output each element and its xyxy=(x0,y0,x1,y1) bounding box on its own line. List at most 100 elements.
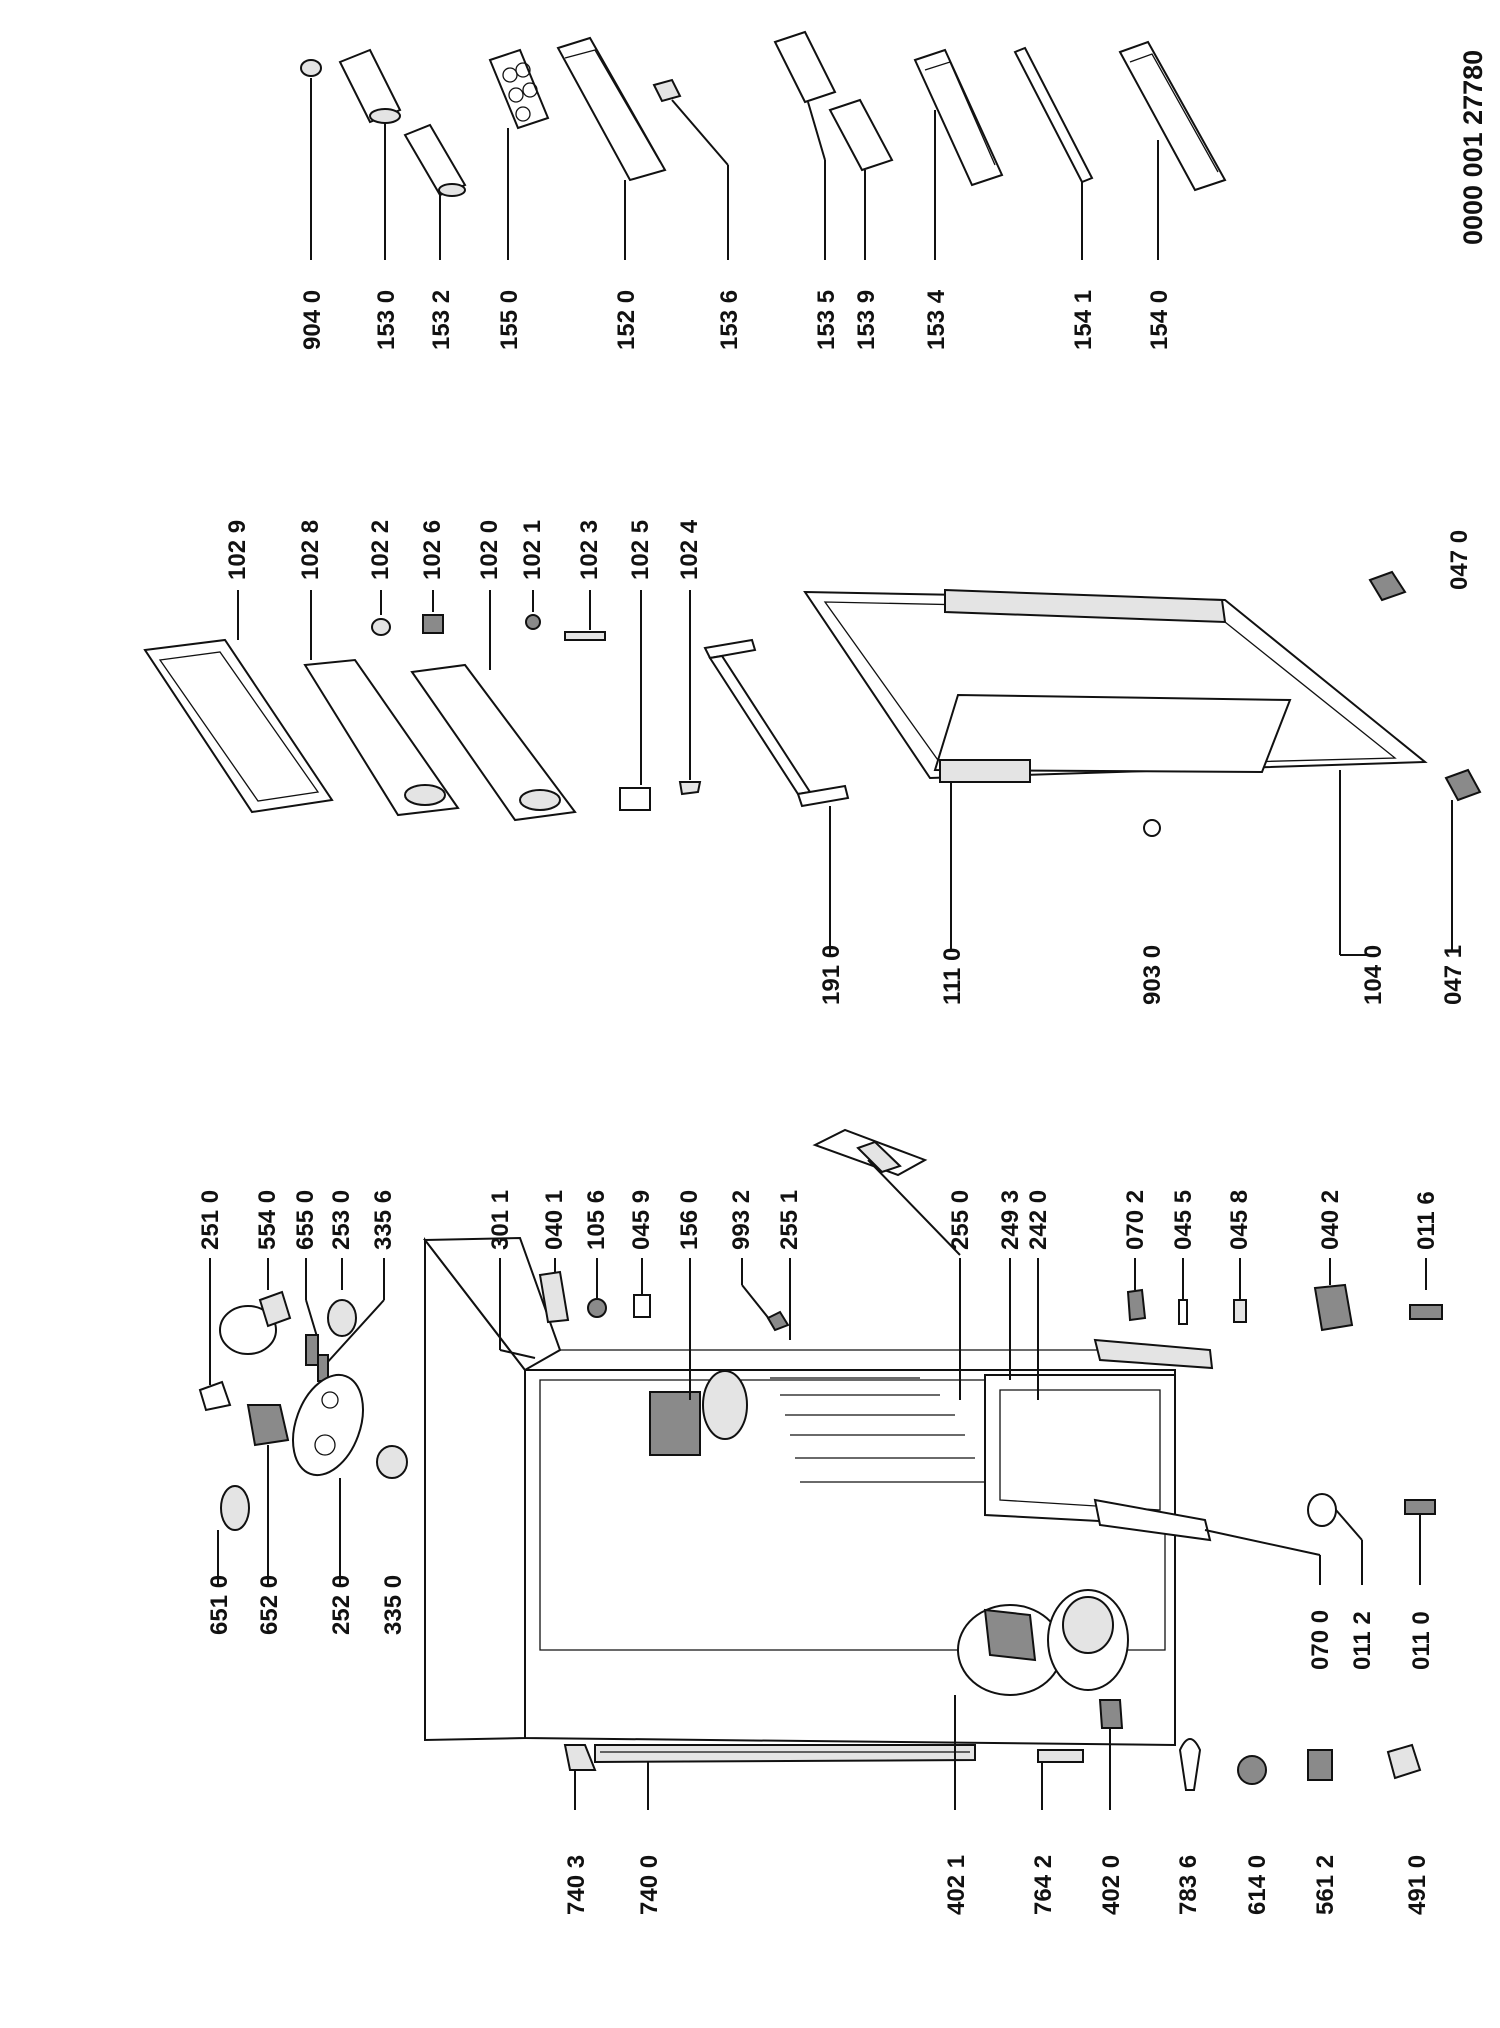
part-191-0 xyxy=(703,638,850,808)
door-accessories-group: 904 0 153 0 153 2 155 0 152 0 xyxy=(299,30,1227,350)
part-252-0 xyxy=(292,1373,364,1477)
label-045-8: 045 8 xyxy=(1226,1190,1253,1250)
part-153-5 xyxy=(773,30,837,104)
label-253-0: 253 0 xyxy=(328,1190,355,1250)
part-070-2 xyxy=(1126,1288,1147,1322)
label-070-2: 070 2 xyxy=(1122,1190,1149,1250)
label-045-9: 045 9 xyxy=(628,1190,655,1250)
label-153-4: 153 4 xyxy=(923,289,950,350)
part-102-4 xyxy=(678,781,702,796)
part-105-6 xyxy=(587,1298,607,1318)
label-153-6: 153 6 xyxy=(716,290,743,350)
part-740-3 xyxy=(563,1744,597,1771)
label-047-1: 047 1 xyxy=(1440,945,1467,1005)
shelves-and-door-group: 102 9 102 8 102 2 102 6 102 0 102 1 102 … xyxy=(143,519,1482,1005)
label-102-9: 102 9 xyxy=(224,520,251,580)
document-id: 0000 001 27780 xyxy=(1458,50,1488,245)
cabinet-group: 251 0 554 0 655 0 253 0 335 6 651 0 652 … xyxy=(197,1128,1443,1915)
part-904-0 xyxy=(300,59,322,77)
label-301-1: 301 1 xyxy=(487,1190,514,1250)
part-040-1 xyxy=(538,1270,570,1324)
part-102-1 xyxy=(525,614,541,630)
part-045-8 xyxy=(1233,1299,1247,1323)
part-153-0 xyxy=(338,48,402,124)
label-783-6: 783 6 xyxy=(1175,1855,1202,1915)
part-011-6 xyxy=(1409,1304,1443,1320)
label-011-6: 011 6 xyxy=(1413,1191,1440,1250)
label-045-5: 045 5 xyxy=(1170,1190,1197,1250)
label-153-5: 153 5 xyxy=(813,290,840,350)
label-102-4: 102 4 xyxy=(676,519,703,580)
part-011-2 xyxy=(1307,1493,1337,1527)
part-652-0 xyxy=(246,1404,290,1447)
label-255-0: 255 0 xyxy=(947,1190,974,1250)
label-335-0: 335 0 xyxy=(380,1575,407,1635)
label-047-0: 047 0 xyxy=(1446,530,1473,590)
label-993-2: 993 2 xyxy=(728,1190,755,1250)
part-253-0 xyxy=(327,1299,357,1337)
part-040-2 xyxy=(1313,1283,1354,1332)
part-045-9 xyxy=(633,1294,651,1318)
label-152-0: 152 0 xyxy=(613,290,640,350)
part-111-0 xyxy=(939,759,1031,783)
part-655-0 xyxy=(305,1334,319,1366)
part-102-0 xyxy=(410,663,577,822)
label-154-1: 154 1 xyxy=(1070,290,1097,350)
label-252-0: 252 0 xyxy=(328,1575,355,1635)
part-783-6 xyxy=(1178,1738,1202,1791)
part-154-1 xyxy=(1013,46,1094,184)
label-102-1: 102 1 xyxy=(519,520,546,580)
label-104-0: 104 0 xyxy=(1360,945,1387,1005)
part-102-3 xyxy=(564,631,606,641)
part-011-0 xyxy=(1404,1499,1436,1515)
label-491-0: 491 0 xyxy=(1404,1855,1431,1915)
label-102-5: 102 5 xyxy=(627,520,654,580)
part-102-9 xyxy=(143,638,334,814)
part-740-0 xyxy=(594,1744,976,1764)
part-491-0 xyxy=(1386,1743,1422,1780)
part-251-0 xyxy=(198,1380,232,1412)
part-402-0 xyxy=(1047,1589,1129,1729)
part-154-0 xyxy=(1118,40,1227,192)
label-249-3: 249 3 xyxy=(997,1190,1024,1250)
part-102-5 xyxy=(619,787,651,811)
part-070-0 xyxy=(1093,1498,1212,1542)
part-614-0 xyxy=(1237,1755,1267,1785)
part-651-0 xyxy=(220,1485,250,1531)
part-047-0 xyxy=(1368,570,1407,602)
part-402-1 xyxy=(957,1604,1063,1696)
part-152-0 xyxy=(556,36,667,182)
part-045-5 xyxy=(1178,1299,1188,1325)
part-255-1 xyxy=(812,1128,928,1177)
part-153-6 xyxy=(652,78,682,103)
label-561-2: 561 2 xyxy=(1312,1855,1339,1915)
label-740-0: 740 0 xyxy=(636,1855,663,1915)
label-191-0: 191 0 xyxy=(818,945,845,1005)
label-740-3: 740 3 xyxy=(563,1855,590,1915)
label-153-2: 153 2 xyxy=(428,290,455,350)
label-154-0: 154 0 xyxy=(1146,290,1173,350)
part-155-0 xyxy=(488,48,550,130)
label-153-9: 153 9 xyxy=(853,290,880,350)
label-255-1: 255 1 xyxy=(776,1190,803,1250)
label-655-0: 655 0 xyxy=(292,1190,319,1250)
part-047-1 xyxy=(1444,768,1482,802)
part-153-4 xyxy=(913,48,1004,187)
label-070-0: 070 0 xyxy=(1307,1610,1334,1670)
part-153-2 xyxy=(403,123,467,197)
label-111-0: 111 0 xyxy=(939,948,966,1005)
label-040-1: 040 1 xyxy=(541,1190,568,1250)
label-153-0: 153 0 xyxy=(373,290,400,350)
label-011-0: 011 0 xyxy=(1408,1611,1435,1670)
label-242-0: 242 0 xyxy=(1025,1190,1052,1250)
label-402-1: 402 1 xyxy=(943,1855,970,1915)
label-554-0: 554 0 xyxy=(254,1190,281,1250)
label-102-2: 102 2 xyxy=(367,520,394,580)
label-102-8: 102 8 xyxy=(297,520,324,580)
label-652-0: 652 0 xyxy=(256,1575,283,1635)
label-102-0: 102 0 xyxy=(476,520,503,580)
label-402-0: 402 0 xyxy=(1098,1855,1125,1915)
part-903-0 xyxy=(1143,819,1161,837)
